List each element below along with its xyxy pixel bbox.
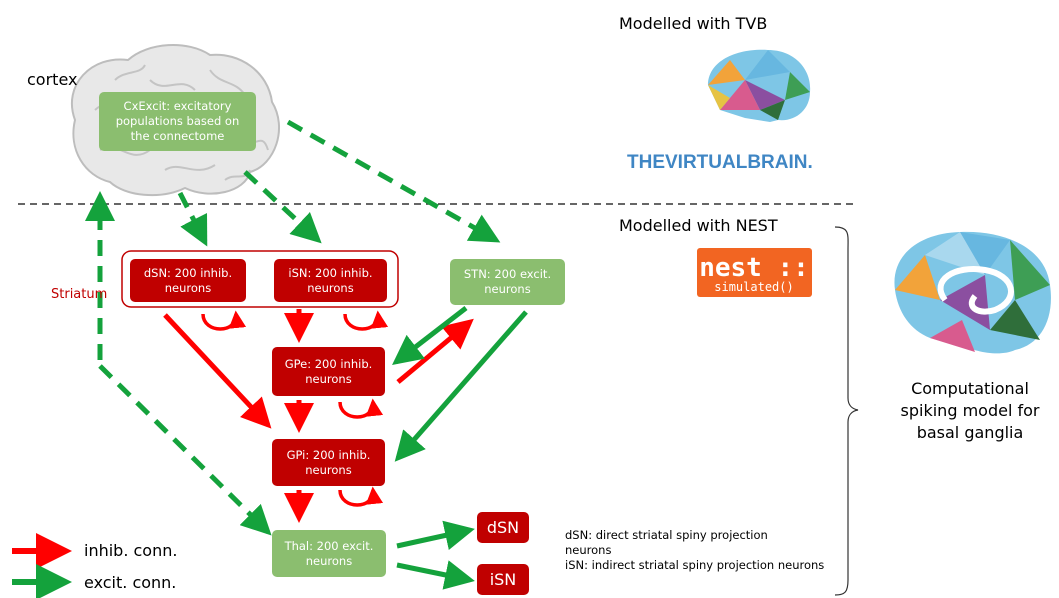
striatum-outline <box>121 250 399 308</box>
legend-inhib-label: inhib. conn. <box>84 541 178 560</box>
stn-node: STN: 200 excit. neurons <box>450 259 565 305</box>
nest-logo-background <box>697 248 812 297</box>
isn-node: iSN: 200 inhib. neurons <box>274 259 387 302</box>
cortex-to-dsn-arrow <box>177 191 208 247</box>
nest-logo-text: nest :: <box>699 253 809 283</box>
model-caption-line2: spiking model for <box>900 401 1040 420</box>
gpi-self-loop <box>338 486 384 507</box>
dsn-to-gpi-arrow <box>163 313 272 429</box>
gpe-self-loop <box>338 398 384 419</box>
note-isn-line: iSN: indirect striatal spiny projection … <box>565 558 825 572</box>
tvb-title: Modelled with TVB <box>619 14 768 33</box>
note-dsn-line2: neurons <box>565 543 612 557</box>
thal-to-dsn-arrow <box>396 520 475 551</box>
stn-to-gpi-arrow <box>394 310 528 462</box>
note-dsn-line1: dSN: direct striatal spiny projection <box>565 528 768 542</box>
thal-to-isn-arrow <box>396 560 475 590</box>
cortex-label: cortex <box>27 70 78 89</box>
model-caption-line1: Computational <box>911 379 1029 398</box>
gpe-node: GPe: 200 inhib. neurons <box>272 347 385 396</box>
thal-node: Thal: 200 excit. neurons <box>272 530 386 577</box>
tvb-logo-text: THEVIRTUALBRAIN. <box>627 152 813 173</box>
dsn-node: dSN: 200 inhib. neurons <box>130 259 246 302</box>
gpi-node: GPi: 200 inhib. neurons <box>272 439 385 486</box>
nest-title: Modelled with NEST <box>619 216 778 235</box>
model-caption: Computational spiking model for basal ga… <box>880 378 1059 444</box>
out-dsn-node: dSN <box>477 512 529 543</box>
cxexcit-node: CxExcit: excitatory populations based on… <box>99 92 256 151</box>
nest-logo-subtext: simulated() <box>714 280 793 294</box>
model-brace <box>834 226 859 596</box>
out-isn-node: iSN <box>477 564 529 595</box>
gpe-to-stn-arrow <box>396 318 474 384</box>
dsn-self-loop <box>201 310 247 331</box>
model-brain-icon <box>894 231 1051 354</box>
model-caption-line3: basal ganglia <box>916 423 1024 442</box>
tvb-brain-icon <box>708 49 811 122</box>
thal-cortex-return-arrow <box>98 364 272 536</box>
striatum-label: Striatum <box>51 287 108 302</box>
legend-excit-label: excit. conn. <box>84 573 177 592</box>
cortex-to-stn-arrow <box>286 119 501 243</box>
cortex-to-isn-arrow <box>243 170 322 244</box>
stn-to-gpe-arrow <box>392 306 468 366</box>
isn-self-loop <box>343 310 389 331</box>
